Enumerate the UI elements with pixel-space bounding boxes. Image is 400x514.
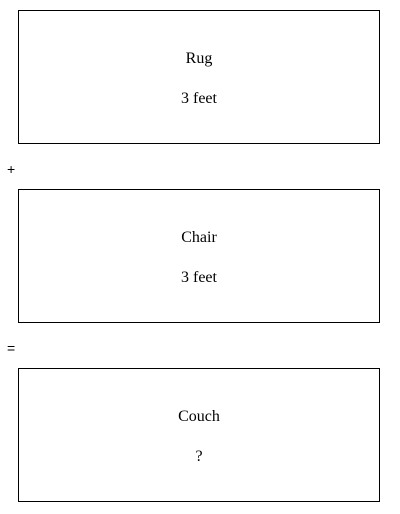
rug-box: Rug 3 feet — [18, 10, 380, 144]
chair-length: 3 feet — [181, 269, 217, 286]
couch-length: ? — [195, 448, 203, 465]
couch-label: Couch — [178, 408, 220, 425]
chair-box: Chair 3 feet — [18, 189, 380, 323]
plus-sign: + — [7, 161, 16, 177]
chair-label: Chair — [181, 229, 217, 246]
rug-label: Rug — [185, 50, 213, 67]
equals-sign: = — [7, 340, 16, 356]
couch-box: Couch ? — [18, 368, 380, 502]
rug-length: 3 feet — [181, 90, 217, 107]
